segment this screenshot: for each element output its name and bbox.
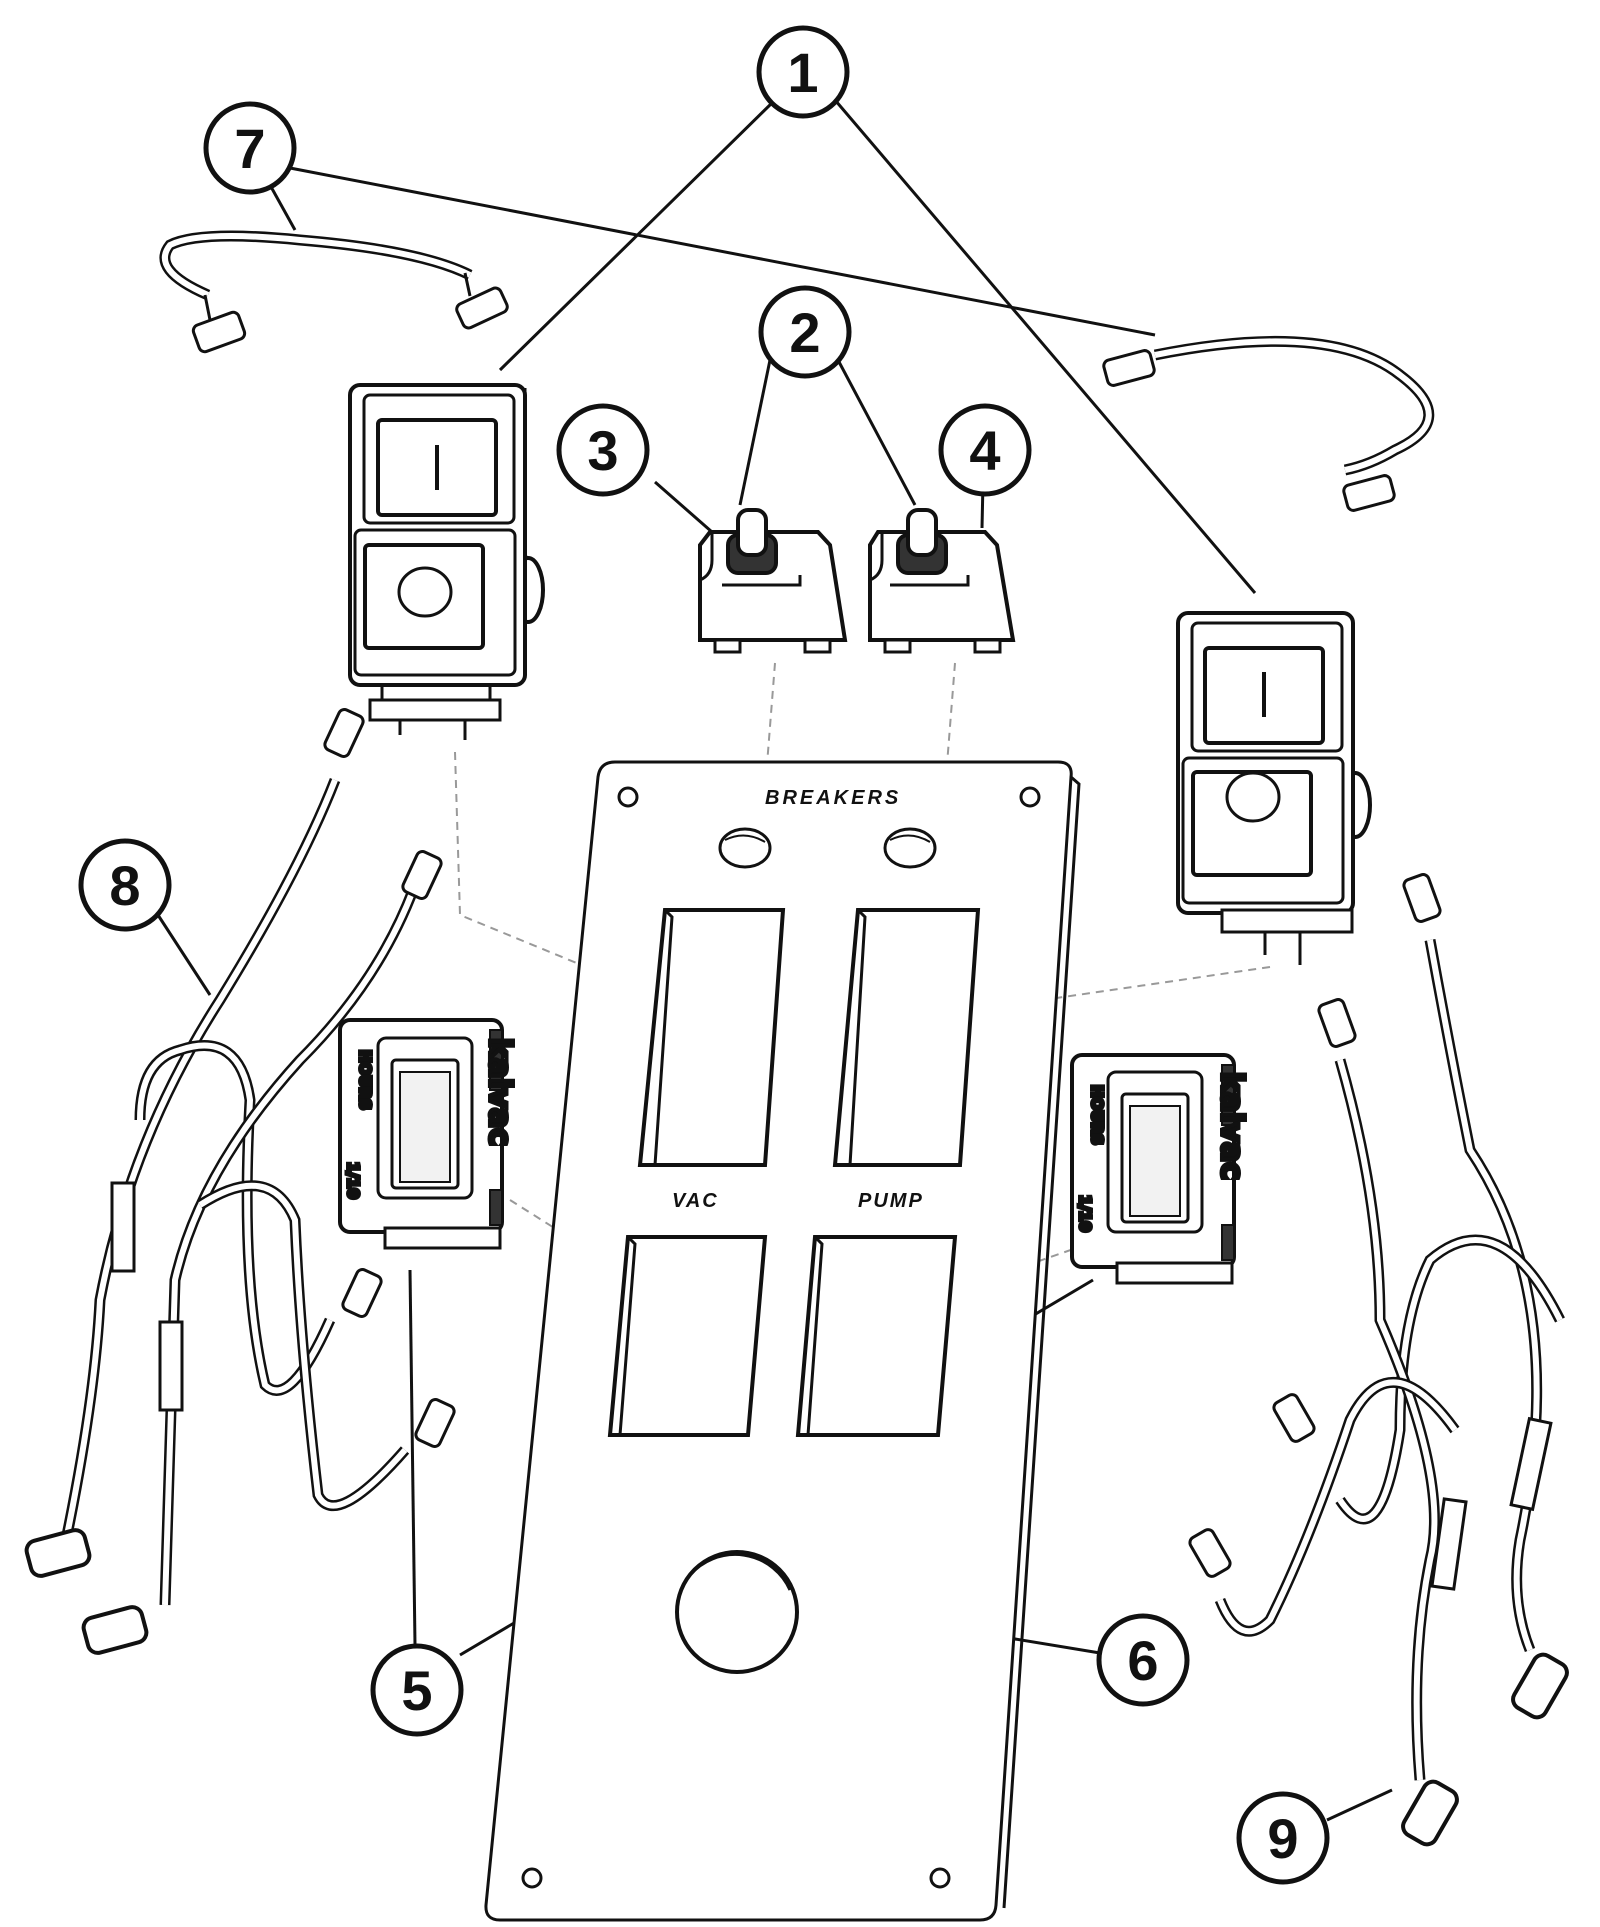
svg-text:1: 1: [787, 41, 818, 104]
circuit-breaker-left: [698, 508, 848, 654]
meter-hours-label: HOURS: [356, 1050, 374, 1110]
rocker-switch-right: [1176, 611, 1372, 965]
callout-4: 4: [938, 403, 1032, 497]
hour-meter-right: kaivac HOURS 1/10: [1070, 1053, 1251, 1285]
jumper-wire-upper-right: [1102, 335, 1435, 512]
svg-text:4: 4: [969, 419, 1000, 482]
mount-hole: [617, 786, 639, 808]
meter-cutout: [607, 1235, 768, 1437]
callout-3: 3: [556, 403, 650, 497]
rocker-switch-left: [348, 383, 545, 740]
callout-5: 5: [370, 1643, 464, 1737]
mount-hole: [521, 1867, 543, 1889]
meter-cutout: [795, 1235, 958, 1437]
callout-9: 9: [1236, 1791, 1330, 1885]
vac-label: VAC: [672, 1190, 719, 1212]
callout-7: 7: [203, 101, 297, 195]
svg-text:8: 8: [109, 854, 140, 917]
meter-hours-label: HOURS: [1088, 1085, 1106, 1145]
svg-text:2: 2: [789, 301, 820, 364]
jumper-wire-upper-left: [159, 230, 509, 354]
wire-harness-right: [1188, 873, 1569, 1847]
switch-cutout: [637, 908, 786, 1167]
breakers-label: BREAKERS: [765, 787, 901, 809]
svg-text:3: 3: [587, 419, 618, 482]
callout-1: 1: [756, 25, 850, 119]
switch-cutout: [832, 908, 981, 1167]
svg-text:7: 7: [234, 117, 265, 180]
mount-hole: [1019, 786, 1041, 808]
wire-harness-left: [24, 708, 456, 1655]
svg-text:5: 5: [401, 1659, 432, 1722]
svg-text:9: 9: [1267, 1807, 1298, 1870]
circuit-breaker-right: [868, 508, 1016, 654]
callout-2: 2: [758, 285, 852, 379]
meter-brand: kaivac: [1214, 1072, 1249, 1180]
control-panel: BREAKERS VAC PUMP: [484, 760, 1081, 1922]
meter-brand: kaivac: [482, 1038, 517, 1146]
hour-meter-left: kaivac HOURS 1/10: [338, 1018, 519, 1250]
svg-text:6: 6: [1127, 1629, 1158, 1692]
pump-label: PUMP: [858, 1190, 924, 1212]
callout-6: 6: [1096, 1613, 1190, 1707]
meter-scale-label: 1/10: [1076, 1195, 1094, 1232]
callout-8: 8: [78, 838, 172, 932]
meter-scale-label: 1/10: [344, 1162, 362, 1199]
mount-hole: [929, 1867, 951, 1889]
panel-large-hole: [675, 1550, 799, 1674]
